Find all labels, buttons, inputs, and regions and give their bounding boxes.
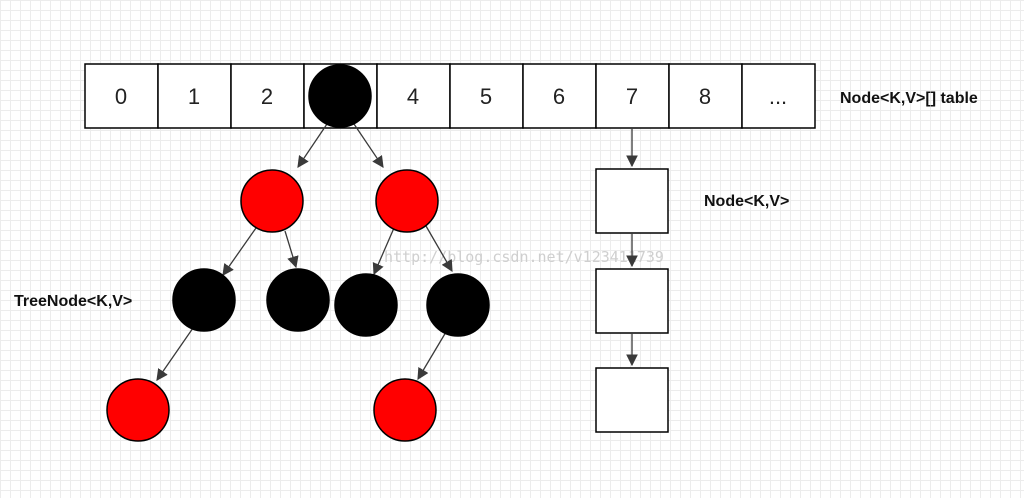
bucket-cell-7 — [595, 63, 670, 129]
bucket-index-6: 6 — [553, 84, 565, 109]
red-black-tree — [106, 64, 490, 442]
table-label: Node<K,V>[] table — [840, 90, 978, 107]
bucket-cell-5 — [449, 63, 524, 129]
tree-edge-r-left — [372, 227, 395, 276]
list-node-1 — [595, 168, 669, 234]
tree-edge-l-right — [284, 230, 299, 269]
linked-list — [595, 128, 669, 433]
tree-node-right-red — [375, 169, 439, 233]
bucket-index-more: ... — [769, 84, 787, 109]
bucket-index-8: 8 — [699, 84, 711, 109]
tree-node-root-black — [308, 64, 372, 128]
bucket-cell-6 — [522, 63, 597, 129]
bucket-index-5: 5 — [480, 84, 492, 109]
tree-edge-rr-left — [417, 331, 447, 381]
tree-node-leaf-left-red — [106, 378, 170, 442]
list-node-label: Node<K,V> — [704, 193, 789, 210]
tree-edge-root-left — [297, 123, 328, 168]
tree-edge-root-right — [353, 123, 384, 168]
watermark-text: http://blog.csdn.net/v123411739 — [384, 248, 664, 266]
tree-node-left-left-black — [172, 268, 236, 332]
tree-node-right-left-black — [334, 273, 398, 337]
bucket-cell-1 — [157, 63, 232, 129]
bucket-array: 0 1 2 4 5 6 7 8 ... — [84, 63, 816, 129]
bucket-cell-0 — [84, 63, 159, 129]
bucket-index-0: 0 — [115, 84, 127, 109]
bucket-index-7: 7 — [626, 84, 638, 109]
bucket-index-4: 4 — [407, 84, 419, 109]
tree-edge-l-left — [222, 227, 257, 276]
list-node-2 — [595, 268, 669, 334]
bucket-index-1: 1 — [188, 84, 200, 109]
tree-node-label: TreeNode<K,V> — [14, 293, 132, 310]
bucket-cell-4 — [376, 63, 451, 129]
tree-edge-ll-left — [156, 327, 194, 381]
tree-node-right-right-black — [426, 273, 490, 337]
bucket-cell-more — [741, 63, 816, 129]
bucket-cell-2 — [230, 63, 305, 129]
list-node-3 — [595, 367, 669, 433]
tree-node-leaf-right-red — [373, 378, 437, 442]
bucket-cell-8 — [668, 63, 743, 129]
tree-node-left-red — [240, 169, 304, 233]
bucket-index-2: 2 — [261, 84, 273, 109]
tree-edges — [156, 123, 453, 381]
tree-edge-r-right — [425, 225, 453, 273]
tree-node-left-right-black — [266, 268, 330, 332]
